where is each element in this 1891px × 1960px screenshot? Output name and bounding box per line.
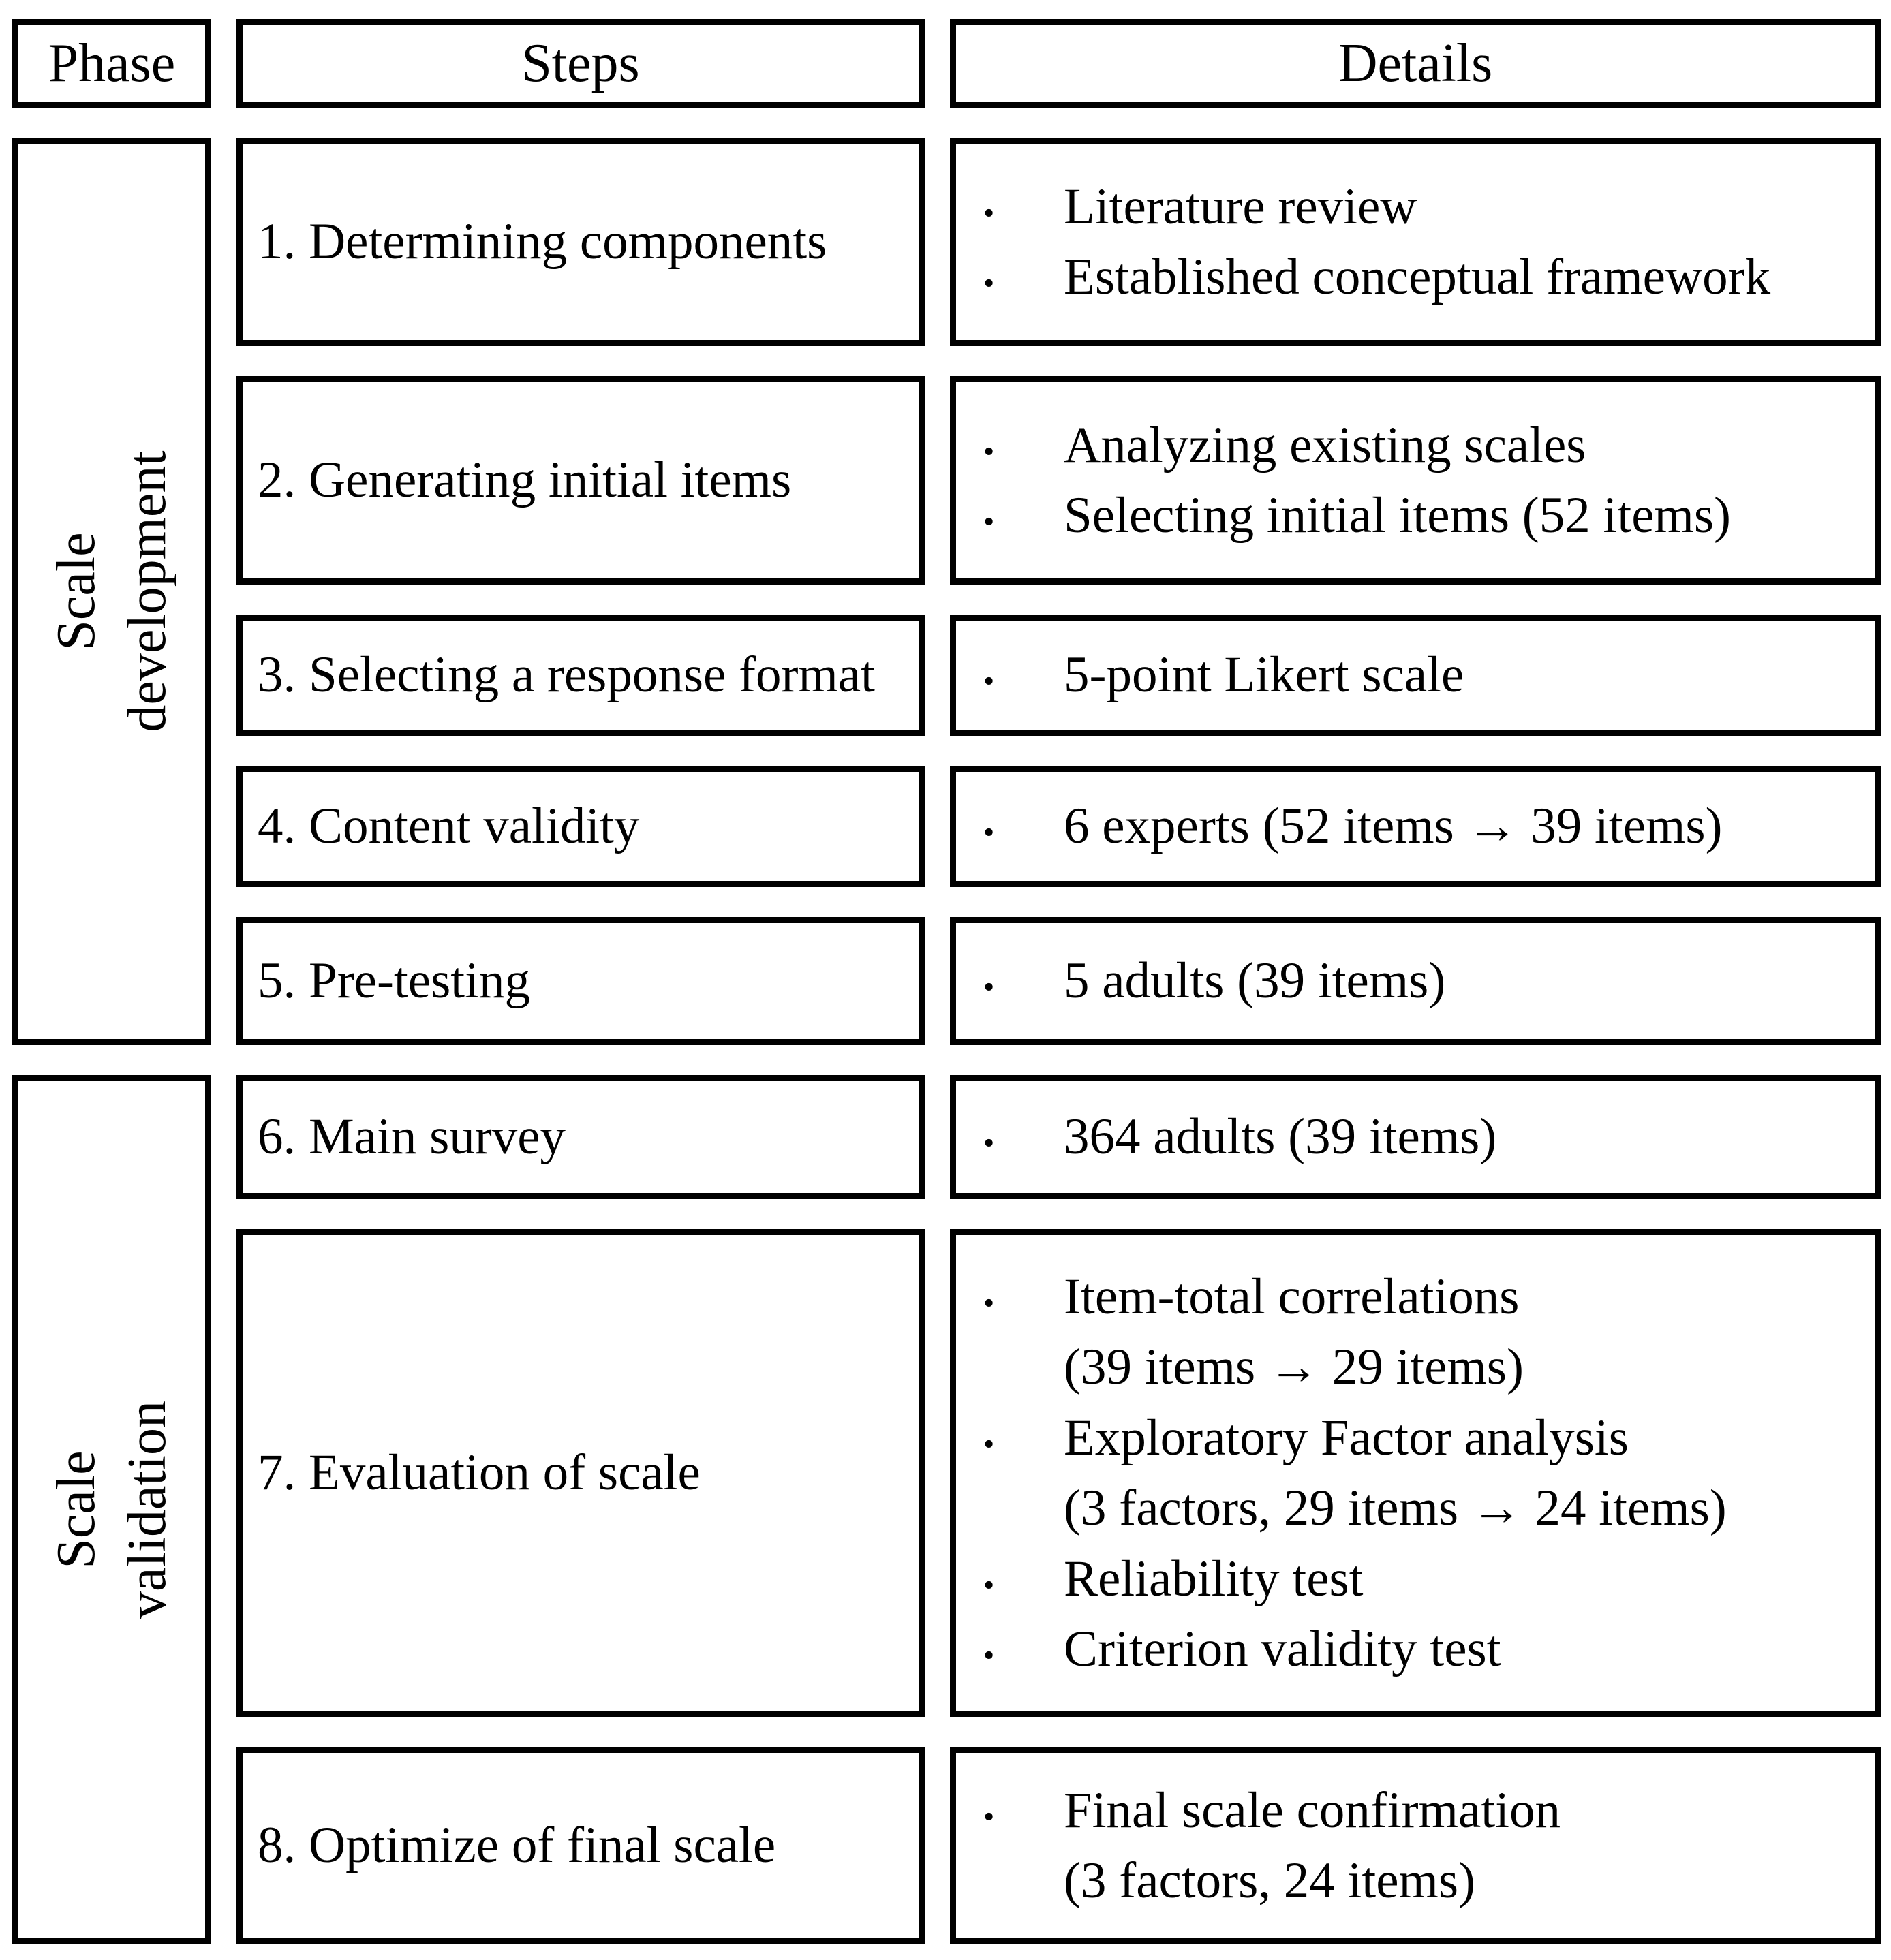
bullet-icon: • [983,664,995,700]
step-box-3: 3. Selecting a response format [236,615,925,736]
detail-text: Reliability test [1064,1550,1364,1607]
detail-line-continuation: (3 factors, 24 items) [983,1846,1864,1916]
steps-column-header: Steps [236,19,925,108]
detail-line: • 6 experts (52 items → 39 items) [983,791,1864,862]
detail-line: • Established conceptual framework [983,242,1864,313]
detail-text: Selecting initial items (52 items) [1064,487,1731,544]
bullet-icon: • [983,1427,995,1462]
detail-line: • Exploratory Factor analysis [983,1403,1864,1474]
step-box-7: 7. Evaluation of scale [236,1229,925,1717]
detail-text: 6 experts (52 items → 39 items) [1064,798,1723,855]
detail-text: 364 adults (39 items) [1064,1108,1497,1166]
step-label: 2. Generating initial items [258,452,792,508]
details-box-6: • 364 adults (39 items) [950,1075,1881,1199]
detail-text: Literature review [1064,178,1417,235]
detail-text: Criterion validity test [1064,1621,1501,1677]
details-box-2: • Analyzing existing scales • Selecting … [950,376,1881,585]
detail-text: 5 adults (39 items) [1064,952,1446,1010]
detail-text: Analyzing existing scales [1064,416,1586,473]
detail-text: (39 items → 29 items) [1064,1339,1524,1395]
details-box-3: • 5-point Likert scale [950,615,1881,736]
step-box-4: 4. Content validity [236,766,925,887]
bullet-icon: • [983,196,995,231]
step-label: 6. Main survey [258,1108,566,1165]
phase-box-scale-validation: Scale validation [12,1075,211,1944]
bullet-icon: • [983,1638,995,1673]
detail-line: • 5-point Likert scale [983,640,1864,711]
step-label: 3. Selecting a response format [258,647,875,703]
phase-label-scale-development: Scale development [41,450,183,732]
bullet-icon: • [983,505,995,540]
bullet-icon: • [983,1568,995,1603]
details-box-1: • Literature review • Established concep… [950,138,1881,346]
details-column-header: Details [950,19,1881,108]
bullet-icon: • [983,434,995,469]
bullet-icon: • [983,1286,995,1321]
step-label: 4. Content validity [258,798,640,854]
detail-line: • Literature review [983,172,1864,243]
step-box-5: 5. Pre-testing [236,917,925,1045]
detail-text: Final scale confirmation [1064,1782,1561,1839]
step-box-8: 8. Optimize of final scale [236,1747,925,1944]
details-box-5: • 5 adults (39 items) [950,917,1881,1045]
phase-label-line: Scale [46,532,106,651]
bullet-icon: • [983,970,995,1006]
details-box-8: • Final scale confirmation (3 factors, 2… [950,1747,1881,1944]
detail-text: (3 factors, 24 items) [1064,1852,1475,1909]
detail-text: (3 factors, 29 items → 24 items) [1064,1480,1727,1536]
phase-column-header: Phase [12,19,211,108]
step-box-1: 1. Determining components [236,138,925,346]
step-label: 5. Pre-testing [258,952,530,1009]
bullet-icon: • [983,815,995,851]
step-label: 1. Determining components [258,213,827,270]
phase-label-line: development [117,450,177,732]
phase-box-scale-development: Scale development [12,138,211,1045]
detail-line: • Reliability test [983,1544,1864,1615]
phase-label-line: Scale [46,1450,106,1569]
detail-line: • 5 adults (39 items) [983,946,1864,1016]
detail-line-continuation: (3 factors, 29 items → 24 items) [983,1473,1864,1544]
detail-text: 5-point Likert scale [1064,647,1464,704]
bullet-icon: • [983,1799,995,1835]
step-box-2: 2. Generating initial items [236,376,925,585]
detail-line: • Final scale confirmation [983,1775,1864,1846]
phase-label-scale-validation: Scale validation [41,1401,183,1619]
bullet-icon: • [983,1126,995,1162]
step-box-6: 6. Main survey [236,1075,925,1199]
details-column-header-label: Details [1338,33,1493,93]
steps-column-header-label: Steps [521,33,640,93]
phase-column-header-label: Phase [48,33,176,93]
detail-text: Item-total correlations [1064,1268,1520,1325]
details-box-7: • Item-total correlations (39 items → 29… [950,1229,1881,1717]
step-label: 8. Optimize of final scale [258,1817,776,1873]
detail-line: • Selecting initial items (52 items) [983,480,1864,551]
detail-text: Exploratory Factor analysis [1064,1409,1629,1466]
detail-line-continuation: (39 items → 29 items) [983,1332,1864,1403]
detail-line: • Item-total correlations [983,1262,1864,1333]
detail-text: Established conceptual framework [1064,249,1771,305]
step-label: 7. Evaluation of scale [258,1444,701,1501]
detail-line: • Analyzing existing scales [983,410,1864,481]
details-box-4: • 6 experts (52 items → 39 items) [950,766,1881,887]
phase-label-line: validation [117,1401,177,1619]
bullet-icon: • [983,266,995,301]
detail-line: • Criterion validity test [983,1614,1864,1685]
detail-line: • 364 adults (39 items) [983,1102,1864,1172]
